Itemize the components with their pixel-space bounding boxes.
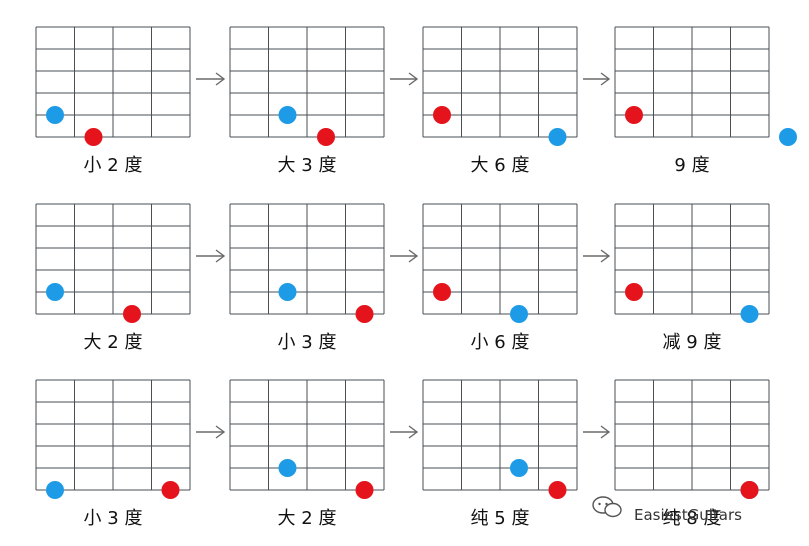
- interval-label: 大 2 度: [278, 508, 337, 529]
- fret-diagram: 大 2 度: [229, 379, 385, 529]
- fret-diagram: 纯 8 度: [614, 379, 770, 529]
- arrow-icon: [583, 425, 611, 439]
- interval-label: 纯 5 度: [471, 508, 530, 529]
- arrow-icon: [390, 425, 419, 439]
- root-note-dot: [46, 283, 64, 301]
- interval-note-dot: [740, 481, 759, 499]
- interval-note-dot: [625, 283, 643, 301]
- interval-label: 小 3 度: [278, 332, 337, 353]
- arrow-icon: [583, 249, 611, 263]
- root-note-dot: [548, 128, 567, 146]
- arrow-icon: [583, 72, 611, 86]
- interval-label: 大 2 度: [84, 332, 143, 353]
- fret-diagram: 纯 5 度: [422, 379, 578, 529]
- root-note-dot: [278, 283, 297, 301]
- root-note-dot: [510, 459, 528, 477]
- interval-label: 大 6 度: [471, 155, 530, 176]
- fret-diagram: 小 2 度: [35, 26, 191, 176]
- watermark-text: EasiestGuitars: [634, 506, 742, 524]
- root-note-dot: [46, 106, 64, 124]
- interval-note-dot: [433, 283, 451, 301]
- interval-note-dot: [161, 481, 180, 499]
- fret-diagram: 小 6 度: [422, 203, 578, 353]
- interval-label: 9 度: [674, 155, 709, 176]
- interval-label: 纯 8 度: [663, 508, 722, 529]
- fret-diagram: 减 9 度: [614, 203, 770, 353]
- fret-diagram: 小 3 度: [35, 379, 191, 529]
- fret-diagram: 大 2 度: [35, 203, 191, 353]
- root-note-dot: [510, 305, 528, 323]
- interval-label: 小 2 度: [84, 155, 143, 176]
- root-note-dot: [46, 481, 64, 499]
- watermark: EasiestGuitars: [592, 496, 742, 524]
- arrow-icon: [390, 72, 419, 86]
- wechat-icon: [592, 496, 622, 518]
- arrow-icon: [196, 72, 226, 86]
- fret-diagram: 9 度: [614, 26, 797, 176]
- interval-note-dot: [433, 106, 451, 124]
- arrow-icon: [196, 249, 226, 263]
- fret-diagram: 大 6 度: [422, 26, 578, 176]
- interval-note-dot: [625, 106, 643, 124]
- root-note-dot: [779, 128, 797, 146]
- root-note-dot: [740, 305, 759, 323]
- arrow-icon: [390, 249, 419, 263]
- fret-diagram: 小 3 度: [229, 203, 385, 353]
- interval-note-dot: [317, 128, 335, 146]
- interval-label: 减 9 度: [663, 332, 722, 353]
- root-note-dot: [278, 459, 297, 477]
- interval-note-dot: [548, 481, 567, 499]
- fret-diagram: 大 3 度: [229, 26, 385, 176]
- interval-note-dot: [355, 481, 374, 499]
- interval-label: 小 3 度: [84, 508, 143, 529]
- interval-note-dot: [84, 128, 103, 146]
- interval-note-dot: [355, 305, 374, 323]
- interval-label: 小 6 度: [471, 332, 530, 353]
- arrow-icon: [196, 425, 226, 439]
- interval-note-dot: [123, 305, 141, 323]
- root-note-dot: [278, 106, 297, 124]
- interval-label: 大 3 度: [278, 155, 337, 176]
